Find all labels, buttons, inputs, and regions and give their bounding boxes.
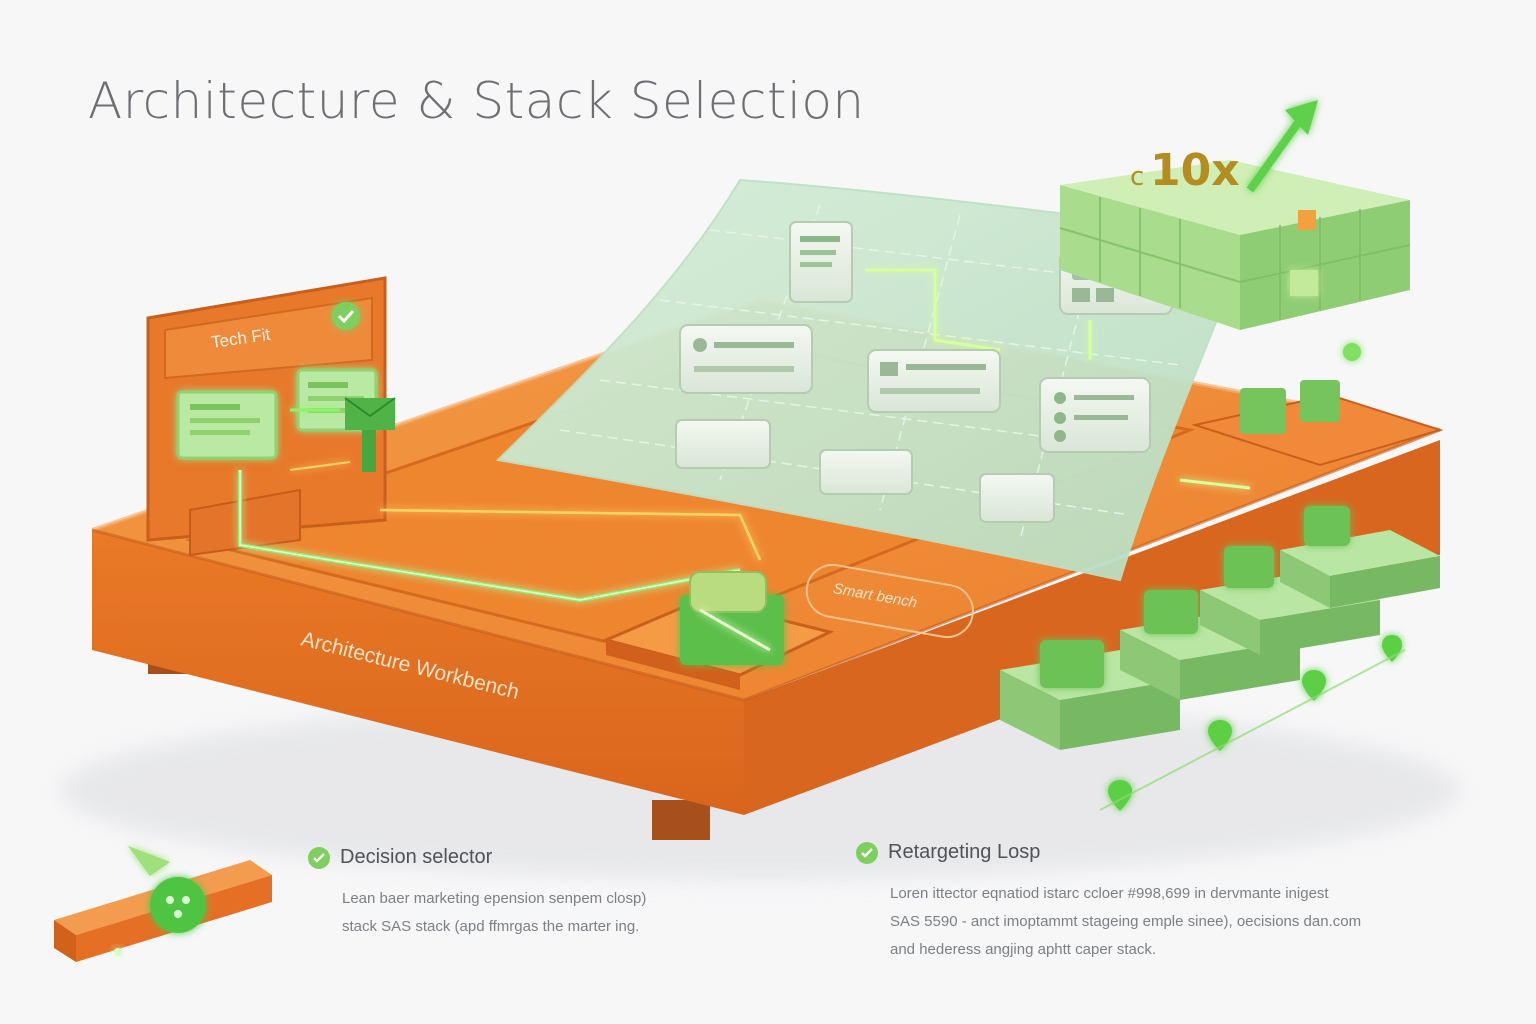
tech-fit-panel: Tech Fit <box>146 276 396 557</box>
diagram-cards <box>675 221 1173 523</box>
location-pin-icon <box>1382 635 1402 662</box>
check-icon <box>308 846 330 869</box>
small-slider-block <box>54 846 272 962</box>
caption-title: Decision selector <box>340 846 493 868</box>
caption-title: Retargeting Losp <box>888 841 1041 863</box>
sparkle-icon <box>1343 343 1361 361</box>
caption-retargeting-loop: Retargeting Losp Loren ittector eqnatiod… <box>856 841 1456 964</box>
page-title: Architecture & Stack Selection <box>88 72 865 130</box>
leg-front <box>652 800 710 840</box>
growth-prefix: c <box>1130 162 1144 192</box>
growth-multiplier: 10x <box>1150 145 1240 196</box>
platform-right <box>744 440 1440 815</box>
screen-left <box>176 390 278 460</box>
green-drawers <box>1000 506 1440 750</box>
caption-line: SAS 5590 - anct imoptammt stageing emple… <box>890 913 1362 930</box>
platform-front <box>92 530 744 815</box>
caption-body: Lean baer marketing epension senpem clos… <box>342 885 868 941</box>
caption-decision-selector: Decision selector Lean baer marketing ep… <box>308 846 868 941</box>
growth-cubes: 10x c <box>1059 100 1411 361</box>
slider-knob <box>150 877 206 933</box>
caption-line: stack SAS stack (apd ffmrgas the marter … <box>342 918 640 935</box>
caption-line: Loren ittector eqnatiod istarc ccloer #9… <box>890 885 1329 902</box>
caption-line: and hederess angjing aphtt caper stack. <box>890 941 1157 958</box>
check-icon <box>856 841 878 864</box>
caption-body: Loren ittector eqnatiod istarc ccloer #9… <box>890 880 1456 964</box>
location-pin-icon <box>1302 670 1326 701</box>
wires <box>238 408 762 603</box>
arrow-up-icon <box>1246 117 1304 193</box>
caption-line: Lean baer marketing epension senpem clos… <box>342 890 647 907</box>
decision-block <box>601 571 835 690</box>
right-blocks <box>1191 380 1444 467</box>
check-icon <box>332 302 360 330</box>
